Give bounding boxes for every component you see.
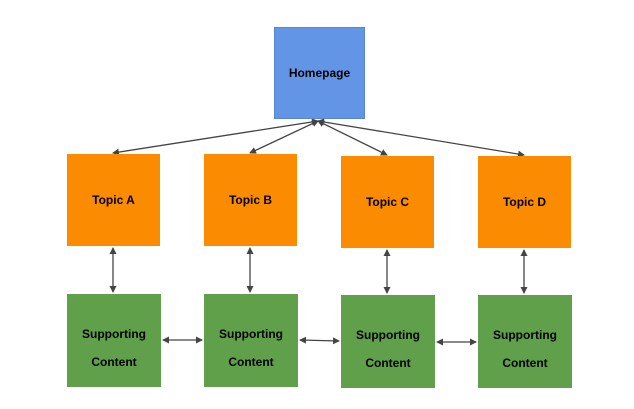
supporting-content-a-line2: Content	[91, 354, 137, 369]
supporting-content-c-node: Supporting Content	[341, 295, 435, 388]
connector-support-b-support-c	[299, 336, 340, 345]
supporting-content-a-node: Supporting Content	[67, 294, 161, 387]
supporting-content-d-node: Supporting Content	[478, 295, 572, 388]
topic-b-label: Topic B	[228, 193, 273, 207]
supporting-content-d-line2: Content	[502, 355, 548, 370]
supporting-content-a-label: Supporting Content	[82, 313, 146, 369]
connector-home-topic-a	[112, 118, 319, 156]
topic-a-node: Topic A	[67, 154, 160, 246]
topic-c-node: Topic C	[341, 156, 434, 248]
supporting-content-c-line1: Supporting	[356, 327, 420, 342]
topic-a-label: Topic A	[92, 193, 135, 207]
supporting-content-c-label: Supporting Content	[356, 314, 420, 370]
topic-d-label: Topic D	[502, 195, 547, 209]
connector-home-topic-d	[317, 118, 525, 158]
topic-d-node: Topic D	[478, 156, 571, 248]
topic-b-node: Topic B	[204, 154, 297, 246]
supporting-content-b-line2: Content	[228, 354, 274, 369]
supporting-content-c-line2: Content	[365, 355, 411, 370]
homepage-node: Homepage	[274, 27, 365, 119]
connector-home-topic-b	[249, 120, 319, 154]
topic-c-label: Topic C	[365, 195, 410, 209]
supporting-content-d-label: Supporting Content	[493, 314, 557, 370]
supporting-content-b-node: Supporting Content	[204, 294, 298, 387]
supporting-content-b-line1: Supporting	[219, 326, 283, 341]
homepage-label: Homepage	[288, 66, 351, 80]
supporting-content-a-line1: Supporting	[82, 326, 146, 341]
supporting-content-d-line1: Supporting	[493, 327, 557, 342]
supporting-content-b-label: Supporting Content	[219, 313, 283, 369]
